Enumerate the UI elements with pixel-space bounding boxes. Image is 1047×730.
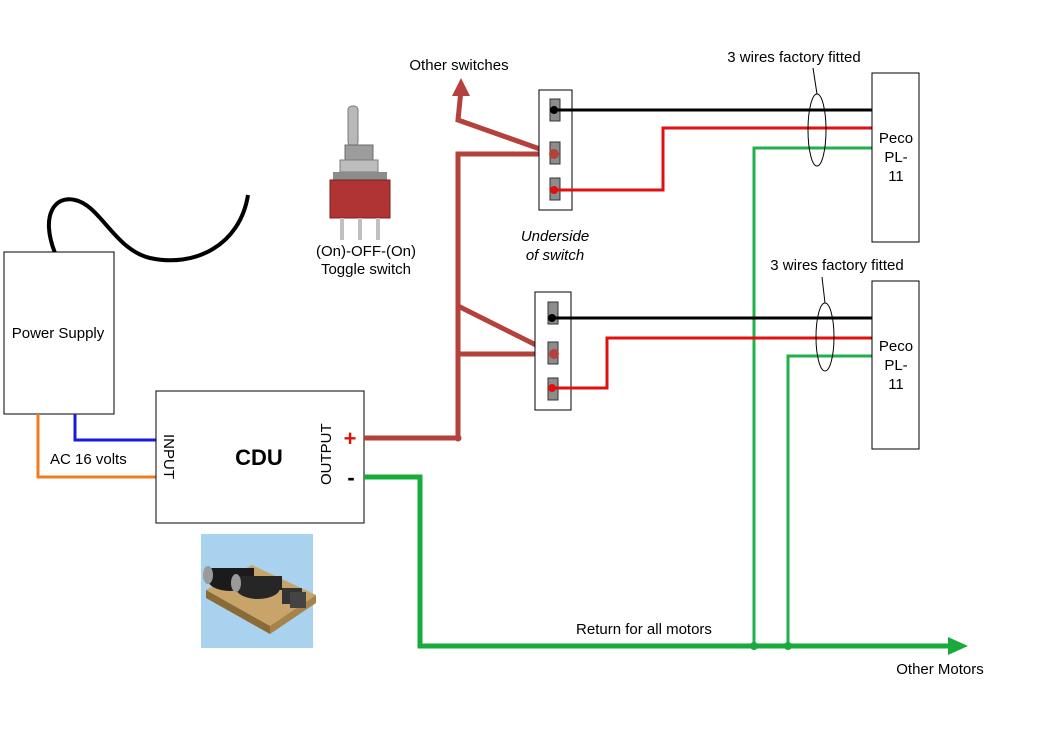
motor2-black-terminal-dot xyxy=(548,314,556,322)
motor1-green-wire xyxy=(752,146,872,646)
other-motors-label: Other Motors xyxy=(896,661,984,678)
cdu-box xyxy=(155,390,365,524)
underside-label-line2: of switch xyxy=(526,247,584,264)
motor1-bundle-pointer xyxy=(812,67,818,95)
power-cord xyxy=(46,194,250,263)
switch1-center-terminal-dot xyxy=(549,149,559,159)
toggle-label-line1: (On)-OFF-(On) xyxy=(316,243,416,260)
factory-label-top: 3 wires factory fitted xyxy=(727,49,860,66)
cdu-minus-sign: - xyxy=(347,465,354,490)
ac-volts-label: AC 16 volts xyxy=(50,451,127,468)
toggle-label-line2: Toggle switch xyxy=(321,261,411,278)
cdu-photo xyxy=(201,534,316,648)
motor2-label-line3: 11 xyxy=(888,376,904,393)
power-supply-label: Power Supply xyxy=(12,325,105,342)
motor2-bundle-pointer xyxy=(821,276,826,304)
positive-link-wire xyxy=(455,151,554,354)
cdu-plus-sign: + xyxy=(344,426,357,451)
motor2-red-wire xyxy=(552,336,872,390)
cdu-input-label: INPUT xyxy=(160,434,177,479)
return-arrowhead xyxy=(948,637,968,655)
positive-junction-dot xyxy=(454,434,462,442)
other-switches-arrowhead xyxy=(452,78,470,96)
orange-ac-wire xyxy=(36,414,156,479)
other-switches-label: Other switches xyxy=(409,57,508,74)
motor1-label-line3: 11 xyxy=(888,168,904,185)
motor1-wire-bundle-ellipse xyxy=(807,93,827,167)
motor1-box xyxy=(871,72,920,243)
motor2-green-wire xyxy=(786,354,872,646)
factory-label-bottom: 3 wires factory fitted xyxy=(770,257,903,274)
motor2-red-terminal-dot xyxy=(548,384,556,392)
motor2-label-line1: Peco xyxy=(879,338,913,355)
motor1-black-terminal-dot xyxy=(550,106,558,114)
toggle-switch-photo xyxy=(329,105,391,240)
return-junction-dot-1 xyxy=(750,642,758,650)
return-label: Return for all motors xyxy=(576,621,712,638)
other-switches-wire xyxy=(455,89,555,157)
motor2-label-line2: PL- xyxy=(884,357,907,374)
switch2-center-terminal-dot xyxy=(549,349,559,359)
motor1-red-terminal-dot xyxy=(550,186,558,194)
motor1-label-line2: PL- xyxy=(884,149,907,166)
cdu-label: CDU xyxy=(235,445,283,470)
motor2-box xyxy=(871,280,920,450)
power-supply-box xyxy=(3,251,115,415)
positive-feed-wire xyxy=(364,351,554,441)
motor1-label-line1: Peco xyxy=(879,130,913,147)
return-junction-dot-2 xyxy=(784,642,792,650)
cdu-output-label: OUTPUT xyxy=(318,423,335,485)
motor1-red-wire xyxy=(554,126,872,192)
blue-ac-wire xyxy=(73,414,156,442)
underside-label-line1: Underside xyxy=(521,228,589,245)
return-wire xyxy=(364,474,950,649)
